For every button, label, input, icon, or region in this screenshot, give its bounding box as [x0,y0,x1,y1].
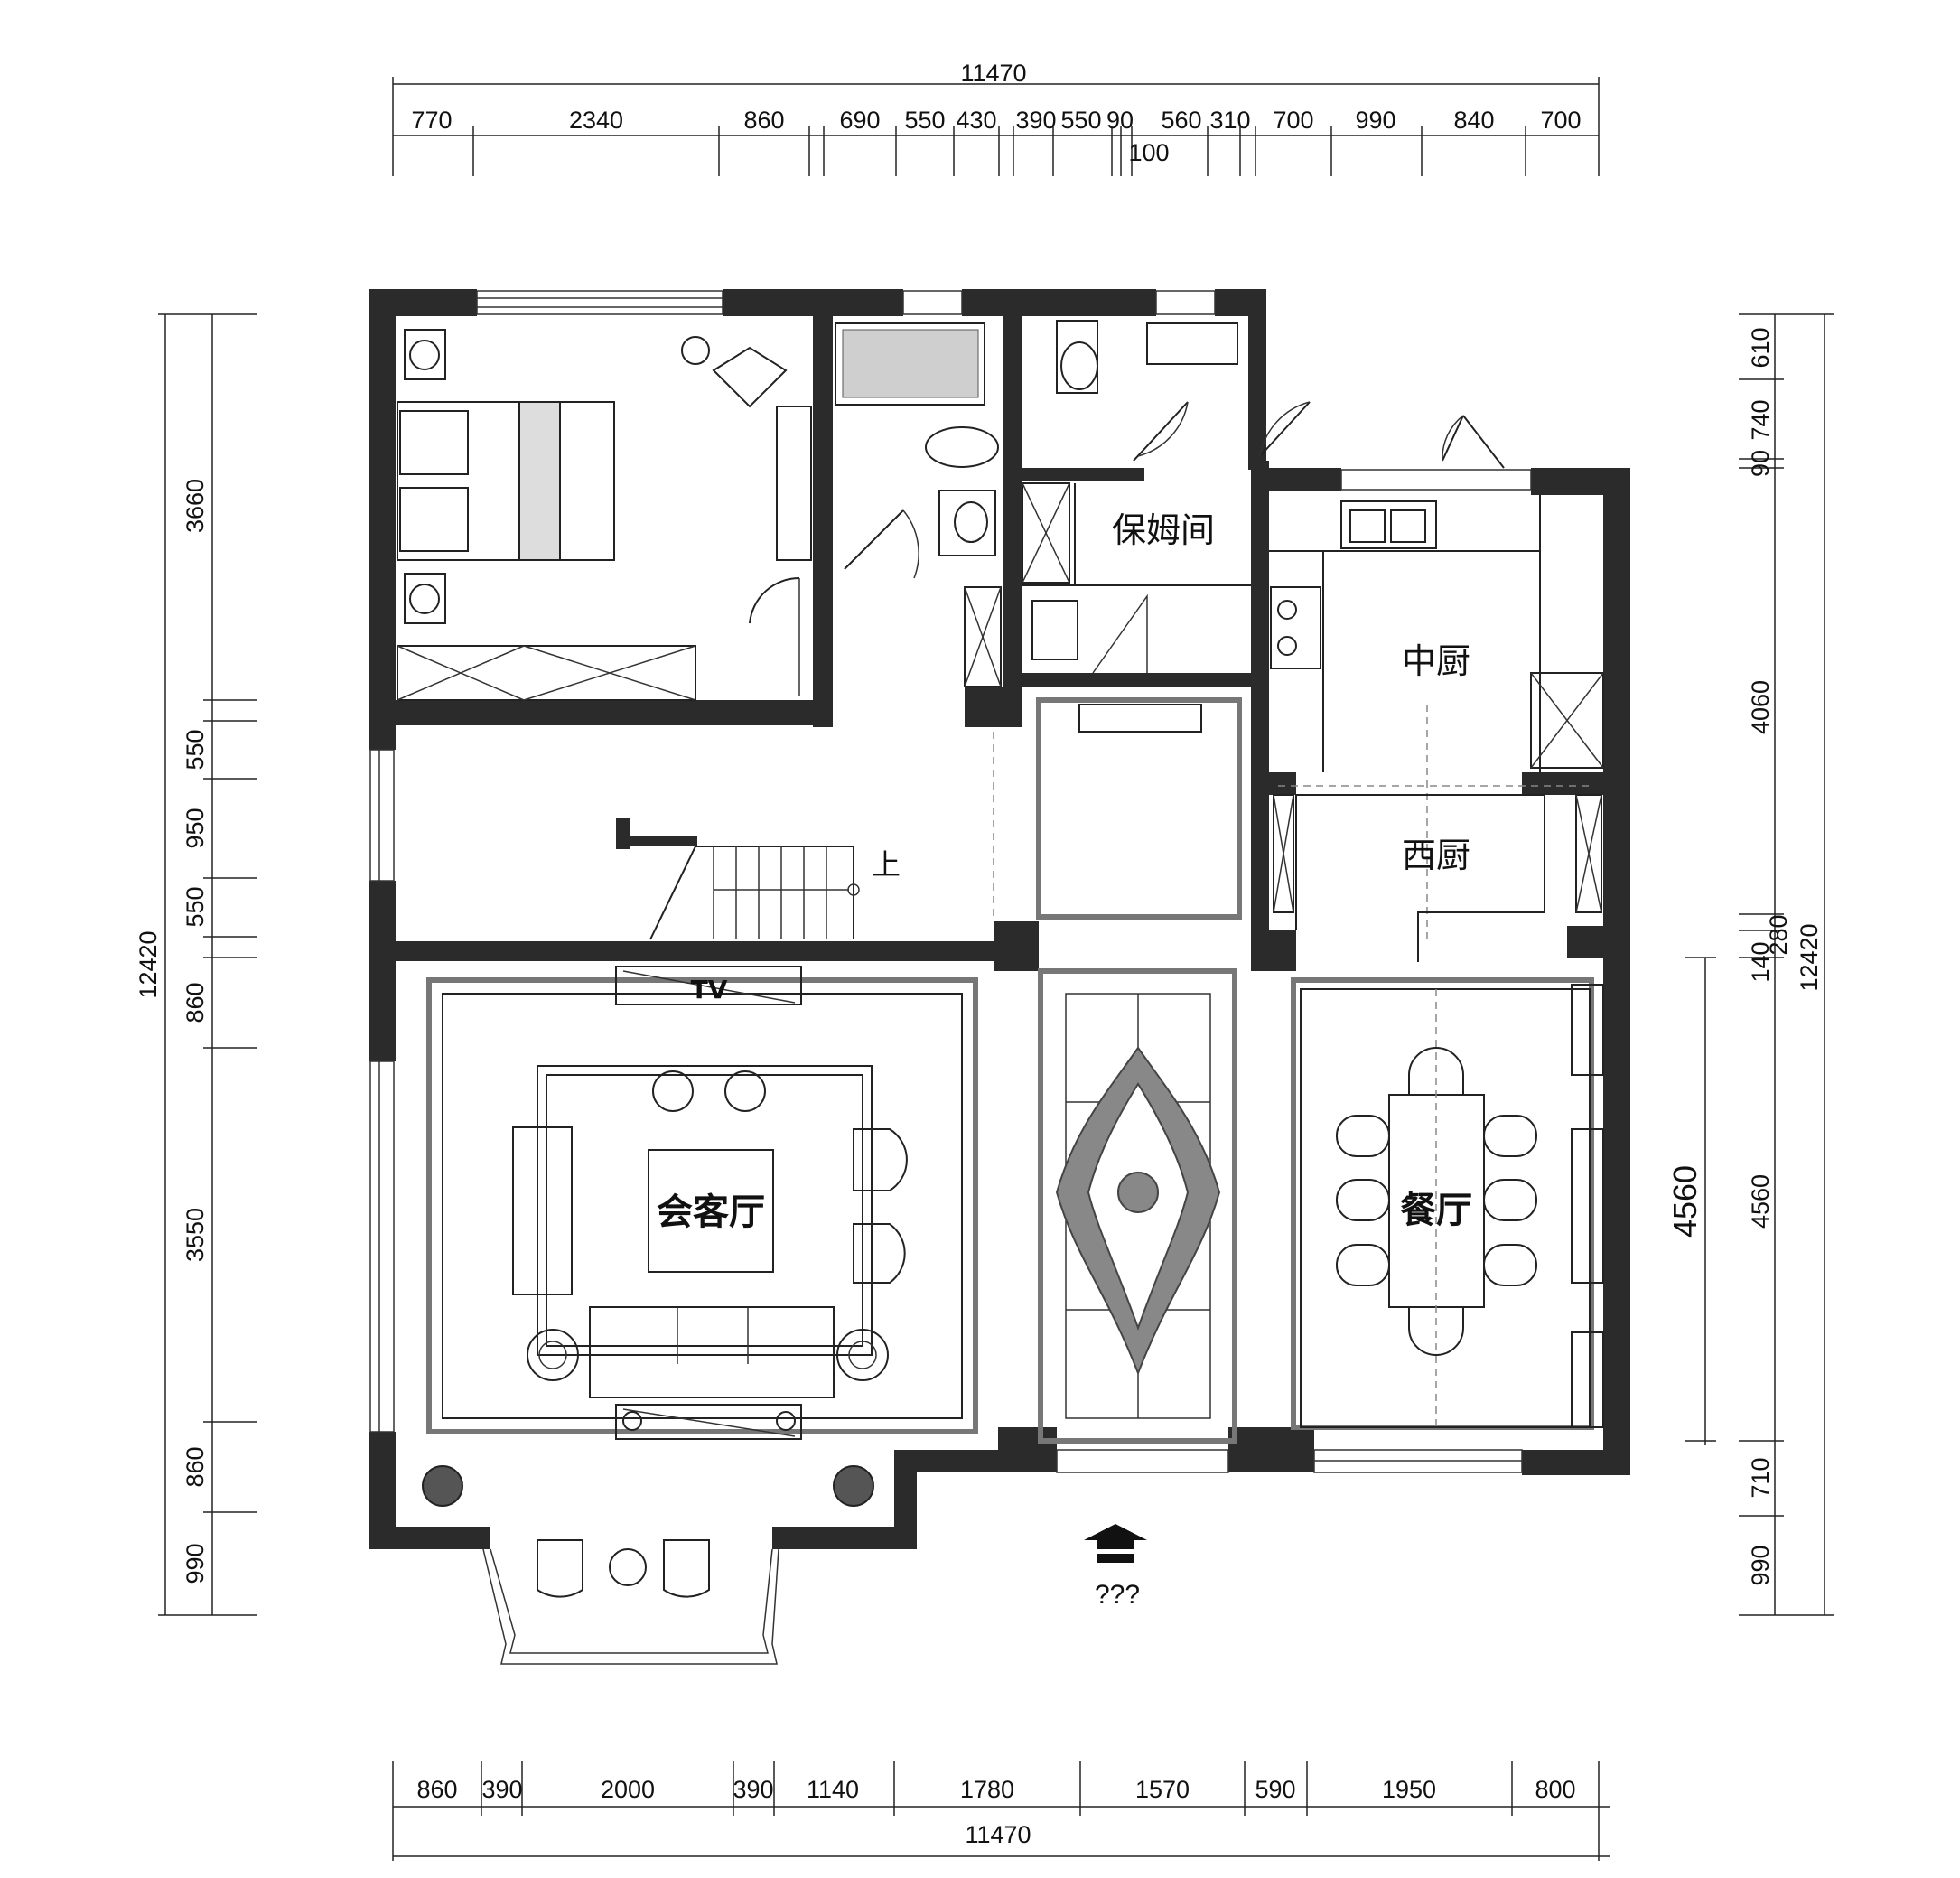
dining-room: 餐厅 [1291,977,1604,1430]
left-dim-seg: 550 [182,886,209,927]
dining-room-label: 餐厅 [1400,1190,1472,1231]
nanny-room-label: 保姆间 [1112,510,1215,550]
bottom-dim-seg: 860 [416,1776,457,1803]
top-dim-small: 100 [1128,139,1169,166]
bottom-dim-seg: 1780 [960,1776,1014,1803]
top-dim-seg: 770 [411,107,452,134]
right-inner-dim: 4560 [1666,1165,1703,1238]
plant [833,1465,874,1507]
hall [993,697,1242,1444]
entrance-label: ??? [1095,1580,1140,1610]
right-dim-seg: 740 [1747,399,1774,440]
top-dim-seg: 700 [1540,107,1581,134]
top-dim-seg: 860 [743,107,784,134]
left-dim-seg: 860 [182,982,209,1023]
top-dim-seg: 430 [956,107,996,134]
right-dim-seg: 90 [1747,450,1774,477]
entrance-arrow-icon [1084,1524,1147,1563]
top-dimensions: 11470 770 2340 860 690 550 430 390 550 9… [392,60,1600,176]
right-dim-seg: 990 [1747,1545,1774,1585]
western-kitchen-label: 西厨 [1402,836,1470,875]
tv-label: TV [691,975,728,1004]
top-dim-seg: 2340 [569,107,623,134]
left-dim-seg: 860 [182,1446,209,1487]
right-dim-seg: 280 [1765,914,1792,955]
right-dim-seg: 610 [1747,327,1774,368]
top-dim-seg: 310 [1209,107,1250,134]
top-dim-seg: 840 [1453,107,1494,134]
walls [369,289,1630,1549]
right-total-dim: 12420 [1796,923,1823,991]
bathroom [835,320,1311,579]
plant [422,1465,463,1507]
stairs: 上 [616,818,901,940]
top-dim-seg: 990 [1355,107,1395,134]
left-dim-seg: 3660 [182,479,209,533]
left-total-dim: 12420 [135,930,162,998]
left-dim-seg: 990 [182,1543,209,1584]
left-dim-seg: 3550 [182,1208,209,1262]
top-dim-seg: 560 [1161,107,1201,134]
bedroom [397,329,812,701]
bottom-dim-seg: 2000 [601,1776,655,1803]
living-room: TV 会客厅 [422,966,978,1598]
chinese-kitchen-label: 中厨 [1402,641,1470,681]
windows [369,290,1532,1665]
left-dim-seg: 550 [182,729,209,770]
top-dim-seg: 690 [839,107,880,134]
bottom-dim-seg: 1570 [1135,1776,1190,1803]
right-dim-seg: 4560 [1747,1174,1774,1229]
left-dim-seg: 950 [182,808,209,848]
top-dim-seg: 550 [1060,107,1101,134]
right-dimensions: 610 740 90 4060 140 280 12420 4560 710 9… [1666,313,1834,1616]
top-dim-seg: 700 [1273,107,1313,134]
right-dim-seg: 140 [1747,941,1774,982]
bottom-dimensions: 860 390 2000 390 1140 1780 1570 590 1950… [392,1761,1610,1861]
top-dim-seg: 550 [904,107,945,134]
kitchen-furniture [1269,415,1604,962]
top-total-dim: 11470 [960,60,1026,87]
bottom-dim-seg: 390 [481,1776,522,1803]
bottom-dim-seg: 390 [733,1776,773,1803]
stairs-up-label: 上 [872,847,901,882]
bottom-total-dim: 11470 [965,1821,1031,1848]
bottom-dim-seg: 1950 [1382,1776,1436,1803]
nanny-room-furniture [964,482,1251,687]
bottom-dim-seg: 800 [1535,1776,1575,1803]
top-dim-seg: 90 [1106,107,1134,134]
living-room-label: 会客厅 [657,1191,765,1233]
bottom-dim-seg: 1140 [807,1776,859,1803]
left-dimensions: 12420 3660 550 950 550 860 3550 860 990 [135,313,257,1616]
top-dim-seg: 390 [1015,107,1056,134]
bottom-dim-seg: 590 [1255,1776,1295,1803]
right-dim-seg: 710 [1747,1457,1774,1498]
right-dim-seg: 4060 [1747,680,1774,734]
